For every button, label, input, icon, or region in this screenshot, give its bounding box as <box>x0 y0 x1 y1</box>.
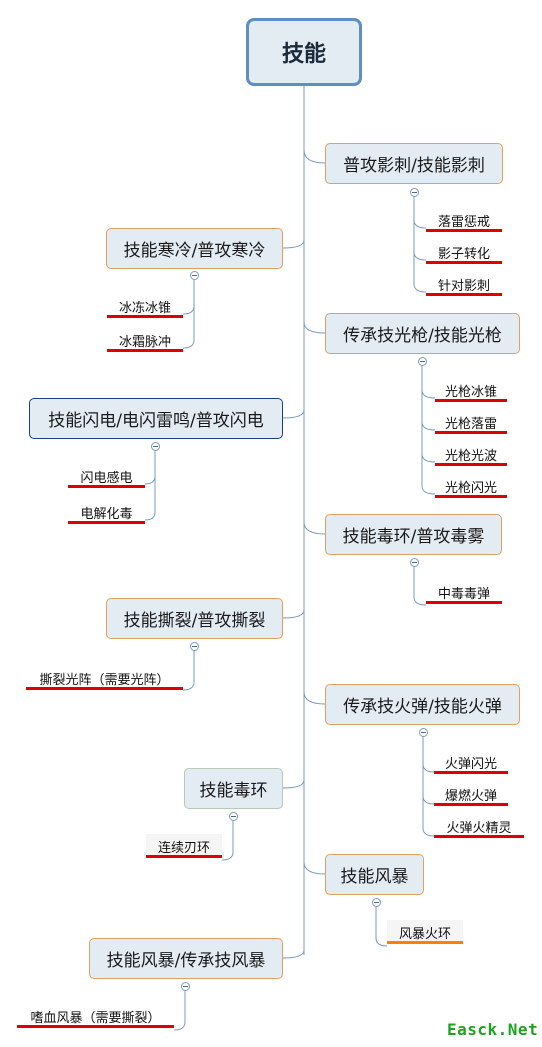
connector-branch-4 <box>282 409 305 419</box>
connector-branch-6 <box>282 609 305 619</box>
leaf-node[interactable]: 撕裂光阵（需要光阵） <box>26 666 183 690</box>
leaf-node[interactable]: 火弹火精灵 <box>434 814 524 838</box>
root-node[interactable]: 技能 <box>246 18 362 86</box>
connector-branch-5 <box>303 521 326 535</box>
leaf-node[interactable]: 光枪冰锥 <box>435 378 507 402</box>
collapse-toggle-icon[interactable] <box>418 357 427 366</box>
leaf-node[interactable]: 爆燃火弹 <box>434 782 508 806</box>
leaf-node[interactable]: 风暴火环 <box>387 920 463 944</box>
leaf-node[interactable]: 落雷惩戒 <box>426 208 502 232</box>
leaf-node[interactable]: 连续刃环 <box>146 834 222 858</box>
connector-branch-2 <box>282 239 305 249</box>
watermark-text: Easck.Net <box>447 1020 539 1039</box>
branch-node-3[interactable]: 传承技光枪/技能光枪 <box>325 313 520 354</box>
connector-branch-1 <box>303 149 326 164</box>
collapse-toggle-icon[interactable] <box>190 642 199 651</box>
connector-branch-3 <box>303 321 326 334</box>
connector-branch-7 <box>303 691 326 705</box>
leaf-node[interactable]: 中毒毒弹 <box>426 580 502 604</box>
collapse-toggle-icon[interactable] <box>410 558 419 567</box>
leaf-node[interactable]: 火弹闪光 <box>434 750 508 774</box>
branch-node-8[interactable]: 技能毒环 <box>184 768 283 809</box>
collapse-toggle-icon[interactable] <box>151 442 160 451</box>
connector-branch-8 <box>282 779 305 789</box>
leaf-node[interactable]: 针对影刺 <box>426 272 502 296</box>
leaf-node[interactable]: 光枪光波 <box>435 442 507 466</box>
collapse-toggle-icon[interactable] <box>181 982 190 991</box>
collapse-toggle-icon[interactable] <box>372 898 381 907</box>
branch-node-9[interactable]: 技能风暴 <box>325 854 424 895</box>
branch-node-6[interactable]: 技能撕裂/普攻撕裂 <box>106 598 283 639</box>
connector-branch-9 <box>303 861 326 875</box>
leaf-node[interactable]: 影子转化 <box>426 240 502 264</box>
collapse-toggle-icon[interactable] <box>229 812 238 821</box>
leaf-node[interactable]: 冰霜脉冲 <box>107 328 183 352</box>
branch-node-1[interactable]: 普攻影刺/技能影刺 <box>325 143 503 184</box>
leaf-node[interactable]: 光枪落雷 <box>435 410 507 434</box>
leaf-node[interactable]: 光枪闪光 <box>435 474 507 498</box>
connector-branch-10 <box>282 949 305 959</box>
collapse-toggle-icon[interactable] <box>190 271 199 280</box>
branch-node-10[interactable]: 技能风暴/传承技风暴 <box>89 938 283 979</box>
leaf-node[interactable]: 嗜血风暴（需要撕裂） <box>17 1004 174 1028</box>
leaf-node[interactable]: 冰冻冰锥 <box>107 294 183 318</box>
collapse-toggle-icon[interactable] <box>410 188 419 197</box>
branch-node-4[interactable]: 技能闪电/电闪雷鸣/普攻闪电 <box>29 398 283 439</box>
branch-node-7[interactable]: 传承技火弹/技能火弹 <box>325 684 520 725</box>
branch-node-2[interactable]: 技能寒冷/普攻寒冷 <box>106 228 283 269</box>
collapse-toggle-icon[interactable] <box>419 728 428 737</box>
leaf-node[interactable]: 闪电感电 <box>68 464 145 488</box>
branch-node-5[interactable]: 技能毒环/普攻毒雾 <box>325 514 502 555</box>
leaf-node[interactable]: 电解化毒 <box>68 500 145 524</box>
